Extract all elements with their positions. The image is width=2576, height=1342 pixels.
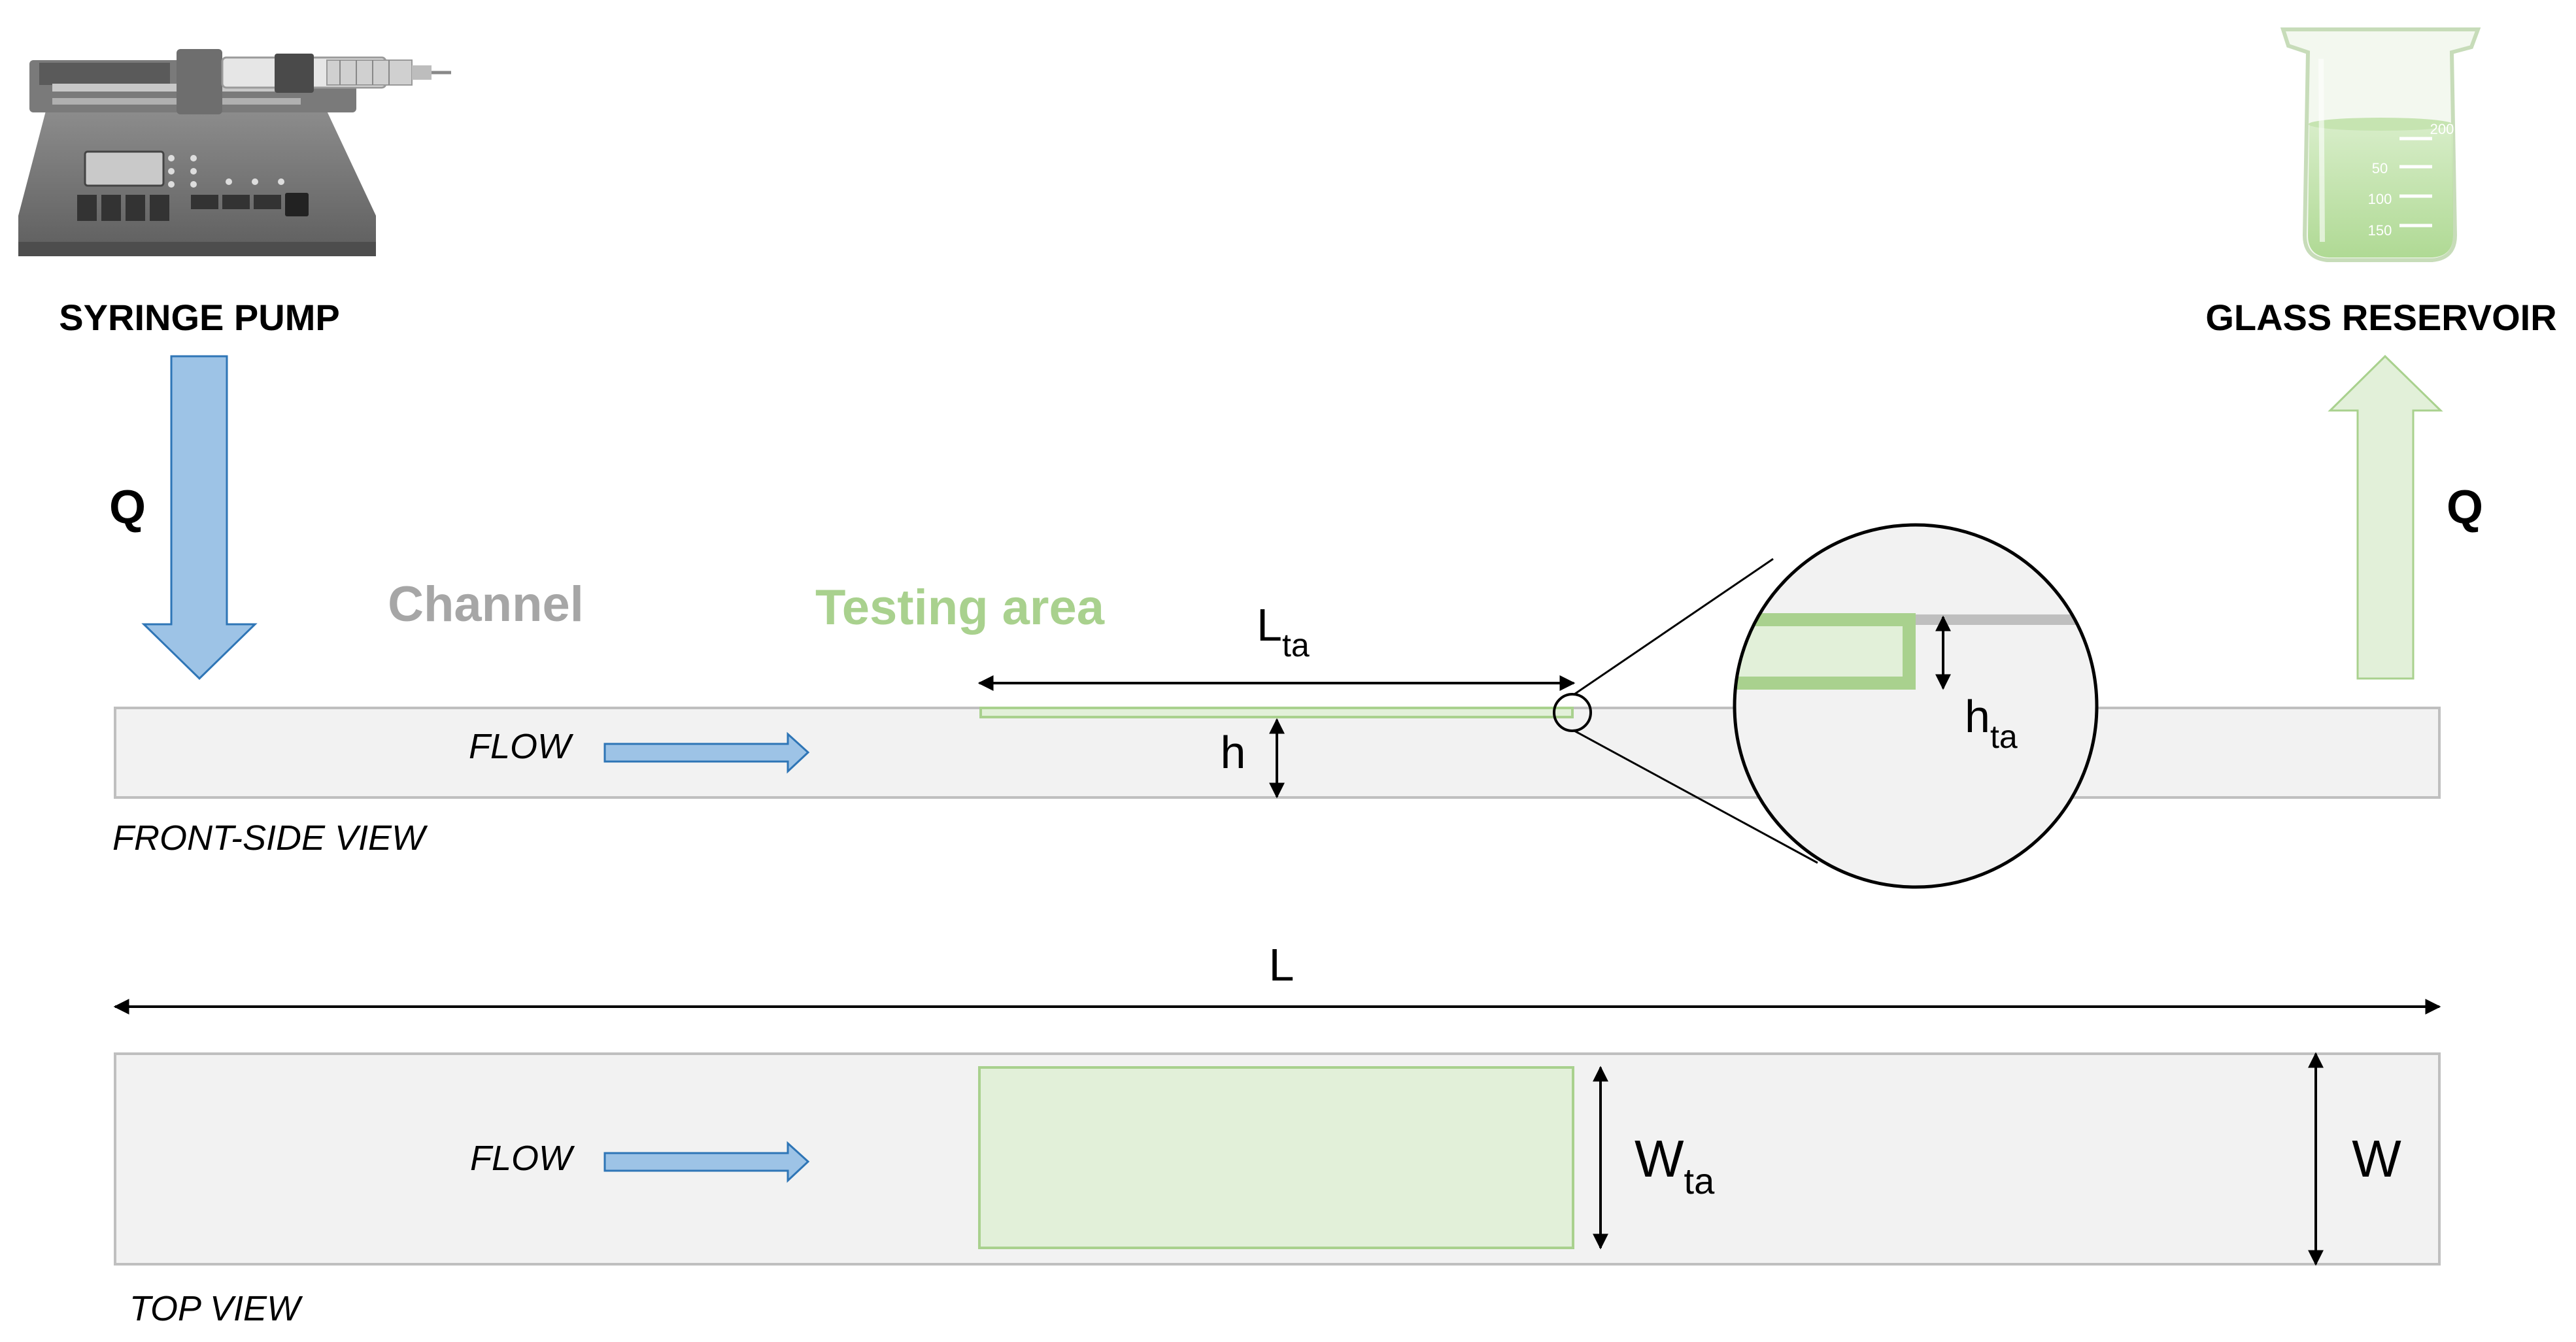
inlet-flow-arrow: [141, 355, 258, 680]
testing-area-label: Testing area: [815, 580, 1105, 635]
reservoir-scale-100: 100: [2368, 191, 2392, 207]
zoom-inset: [1733, 523, 2099, 889]
l-label: L: [1269, 939, 1295, 990]
reservoir-scale-50: 50: [2372, 160, 2388, 176]
testing-area-top-view: [978, 1066, 1574, 1249]
q-outlet-label: Q: [2447, 481, 2483, 533]
zoom-source-circle: [1553, 693, 1592, 732]
syringe-pump-icon: [18, 49, 451, 256]
glass-reservoir-icon: 50 100 150 200: [2280, 27, 2481, 262]
hta-label: hta: [1965, 691, 2018, 755]
top-view-caption: TOP VIEW: [129, 1289, 303, 1328]
wta-label: Wta: [1635, 1130, 1715, 1201]
syringe-pump-label: SYRINGE PUMP: [59, 297, 339, 338]
flow-arrow-top: [603, 1141, 810, 1183]
flow-label-front: FLOW: [469, 727, 574, 766]
lta-label: Lta: [1257, 599, 1310, 663]
front-side-view-caption: FRONT-SIDE VIEW: [112, 818, 428, 858]
reservoir-scale-150: 150: [2368, 222, 2392, 239]
outlet-flow-arrow: [2328, 354, 2443, 680]
flow-arrow-front: [603, 731, 810, 774]
w-label: W: [2352, 1130, 2401, 1188]
glass-reservoir-label: GLASS RESERVOIR: [2205, 297, 2556, 338]
testing-area-front-view: [979, 707, 1574, 718]
reservoir-scale-200: 200: [2430, 121, 2454, 137]
zoom-line-bottom: [1574, 730, 1818, 864]
channel-label: Channel: [388, 577, 584, 632]
flow-label-top: FLOW: [470, 1139, 575, 1178]
q-inlet-label: Q: [109, 481, 146, 533]
zoom-line-top: [1574, 558, 1774, 696]
h-label: h: [1221, 727, 1246, 778]
